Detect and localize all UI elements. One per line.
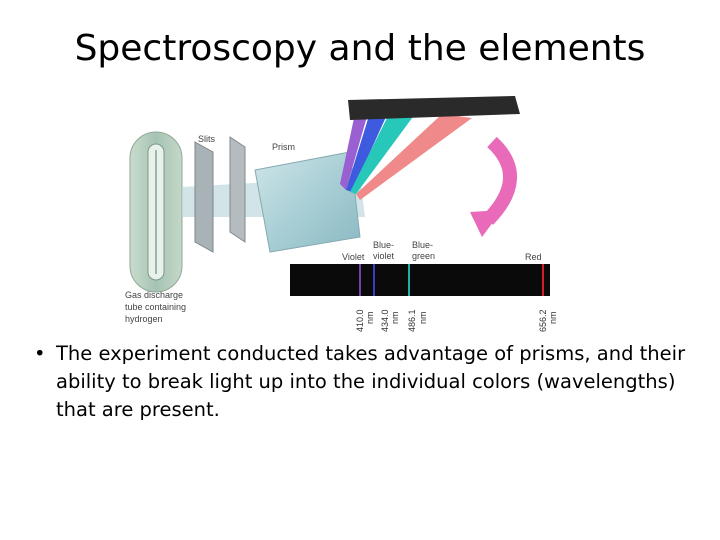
violet-label: Violet: [342, 252, 365, 262]
tube-label-3: hydrogen: [125, 314, 163, 324]
beam-blue: [346, 106, 390, 192]
slide-title: Spectroscopy and the elements: [74, 28, 646, 69]
blue-green-label-1: Blue-: [412, 240, 433, 250]
slits: [194, 136, 246, 253]
wl-434-unit: nm: [390, 311, 400, 324]
wl-410-unit: nm: [365, 311, 375, 324]
line-434: [373, 264, 375, 296]
curve-arrow: [470, 136, 518, 237]
bullet-text: The experiment conducted takes advantage…: [56, 342, 686, 421]
spectroscope-diagram: Slits Prism Violet Blue- violet Blue- gr…: [110, 92, 580, 337]
blue-violet-label-2: violet: [373, 251, 395, 261]
tube-label-1: Gas discharge: [125, 290, 183, 300]
wl-410-value: 410.0: [355, 309, 365, 332]
bullet-point: • The experiment conducted takes advanta…: [34, 340, 704, 424]
bullet-marker: •: [34, 342, 46, 365]
wl-434-value: 434.0: [380, 309, 390, 332]
wl-486-value: 486.1: [407, 309, 417, 332]
spectrum-strip: [290, 264, 550, 296]
screen-top: [348, 96, 520, 120]
discharge-tube: [129, 131, 183, 293]
beam-green: [350, 108, 418, 194]
blue-green-label-2: green: [412, 251, 435, 261]
dispersed-beams: [340, 96, 520, 200]
red-label: Red: [525, 252, 542, 262]
diagram-svg: Slits Prism Violet Blue- violet Blue- gr…: [125, 96, 558, 332]
line-410: [359, 264, 361, 296]
tube-label-2: tube containing: [125, 302, 186, 312]
prism-label: Prism: [272, 142, 295, 152]
prism: [254, 151, 361, 253]
beam-red: [356, 114, 472, 200]
beam-violet: [340, 104, 370, 190]
wl-656-value: 656.2: [538, 309, 548, 332]
wl-656-unit: nm: [548, 311, 558, 324]
line-486: [408, 264, 410, 296]
wl-486-unit: nm: [418, 311, 428, 324]
blue-violet-label-1: Blue-: [373, 240, 394, 250]
wavelength-labels: 410.0 nm 434.0 nm 486.1 nm 656.2 nm: [355, 309, 558, 332]
line-656: [542, 264, 544, 296]
slits-label: Slits: [198, 134, 216, 144]
